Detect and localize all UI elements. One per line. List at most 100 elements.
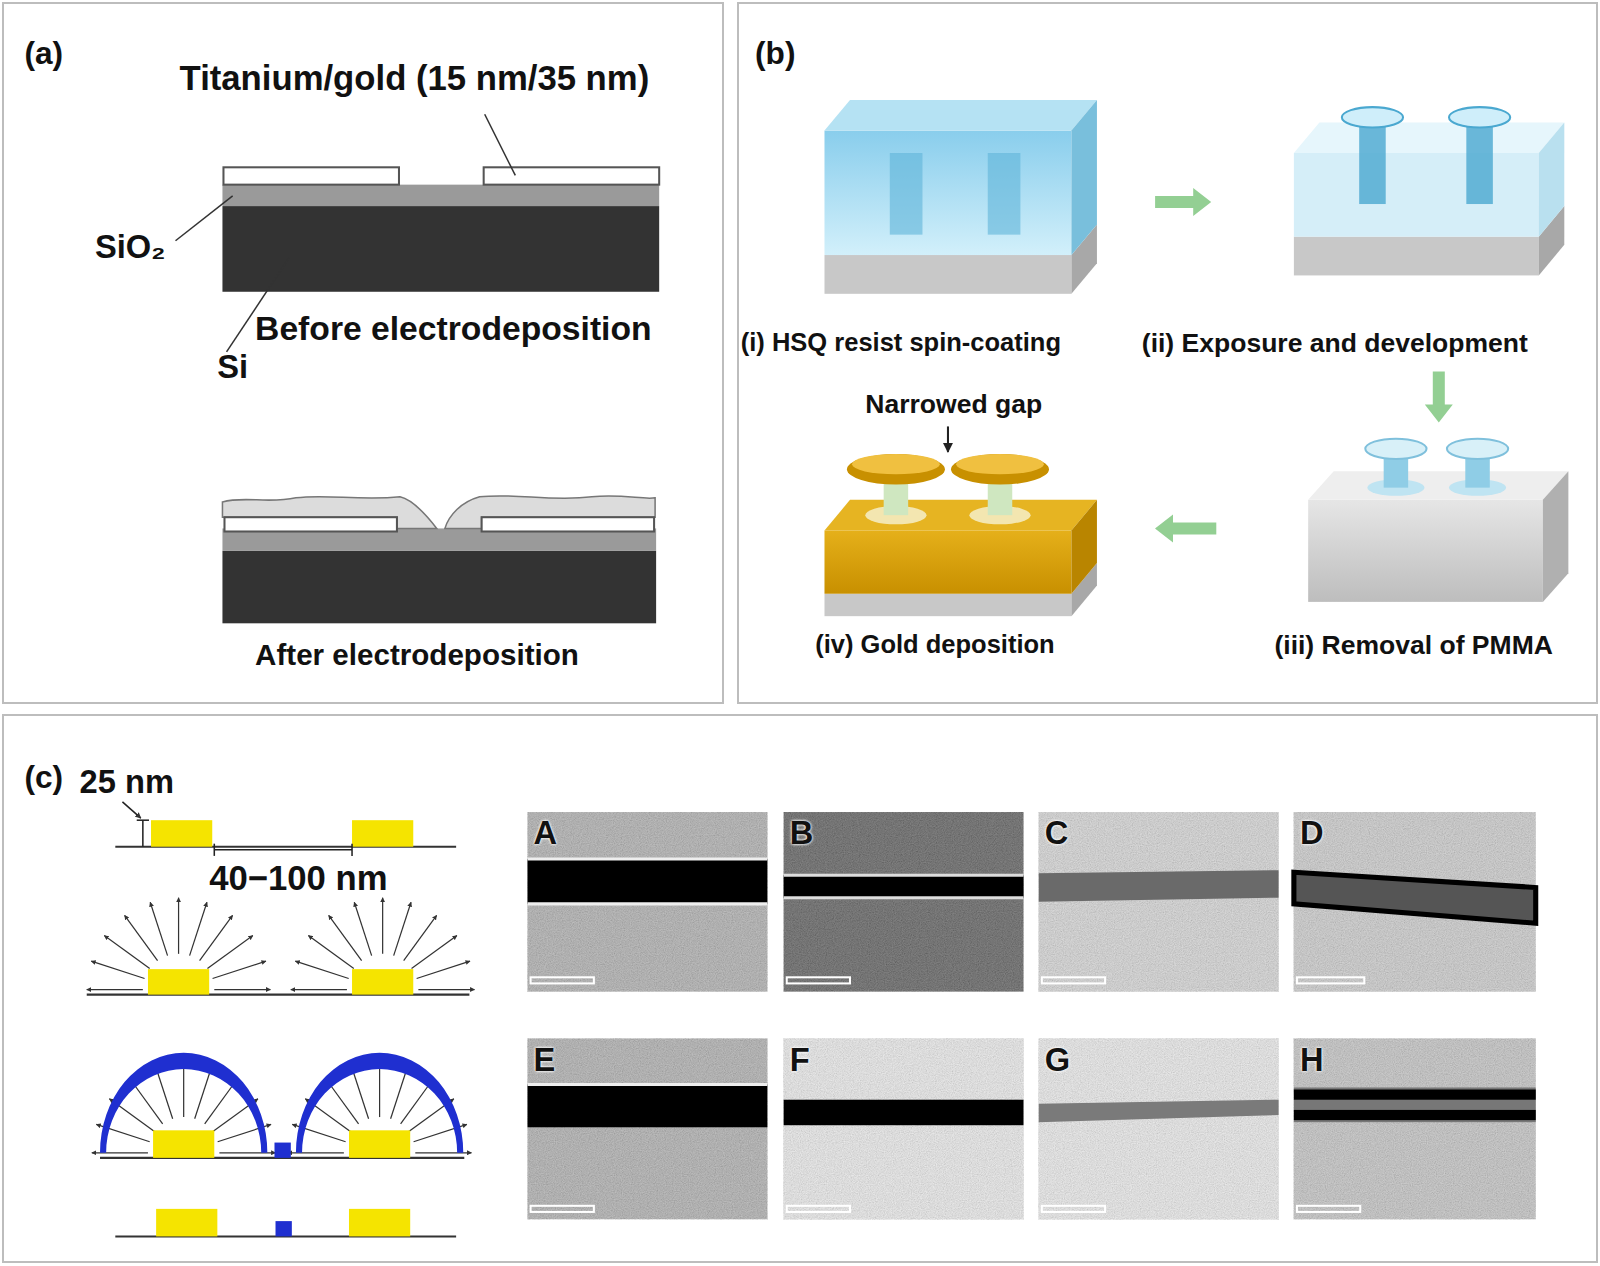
electrode-schematic [214, 849, 352, 851]
scale-bar [1042, 1206, 1105, 1212]
process-step: (i) HSQ resist spin-coating [737, 84, 1155, 372]
deposition-schematic [153, 1130, 214, 1158]
sem-image: A [530, 814, 770, 994]
sem-image: H [1296, 1041, 1538, 1222]
hsq-coated-substrate [824, 100, 1096, 294]
image-letter: D [1300, 817, 1324, 850]
after-stack [482, 517, 654, 531]
sem-image [784, 896, 1024, 899]
image-letter: A [534, 817, 558, 850]
electrode-schematic [122, 802, 140, 818]
step-caption: (iv) Gold deposition [815, 632, 1054, 658]
sem-image: C [1041, 814, 1281, 994]
field-line-schematic [148, 969, 209, 995]
gold-coated-substrate [824, 500, 1096, 531]
dimension-label: 25 nm [80, 766, 174, 799]
panel-frame: (c) A B C D EF G H [2, 714, 1598, 1263]
field-line-schematic [200, 915, 233, 960]
deposition-schematic [92, 1053, 472, 1158]
sem-image [1294, 812, 1536, 992]
image-letter: B [790, 817, 814, 850]
sem-image [528, 812, 1536, 1219]
gold-coated-substrate [852, 454, 940, 474]
field-line-schematic [352, 969, 413, 995]
result-schematic [349, 1209, 410, 1237]
field-line-schematic [87, 989, 143, 990]
panel-letter: (b) [755, 38, 795, 70]
sem-image [1039, 1100, 1279, 1122]
scale-bar [1297, 977, 1364, 983]
sem-image [784, 812, 1024, 992]
before-stack [484, 167, 660, 184]
field-line-schematic [104, 936, 149, 969]
scale-bar [787, 977, 850, 983]
electrode-schematic [351, 844, 353, 856]
hsq-coated-substrate [890, 153, 923, 235]
sem-image [1039, 812, 1279, 992]
image-letter: F [790, 1044, 810, 1077]
electrode-schematic [142, 820, 144, 847]
exposed-substrate [1294, 122, 1564, 153]
sem-image [528, 812, 768, 992]
sem-image: E [530, 1041, 770, 1222]
scale-bar [787, 1206, 850, 1212]
hsq-coated-substrate [1071, 100, 1097, 255]
after-stack [222, 551, 656, 623]
leader-line [176, 196, 233, 241]
gold-coated-substrate [956, 454, 1044, 474]
gold-coated-substrate [824, 530, 1071, 593]
step-caption: (i) HSQ resist spin-coating [741, 330, 1061, 356]
sem-image [528, 1039, 768, 1220]
callout-label: Narrowed gap [865, 391, 1042, 418]
exposed-substrate [1449, 107, 1510, 127]
gold-coated-substrate [1071, 500, 1097, 594]
sem-image [528, 812, 768, 992]
pillar-substrate [1365, 439, 1426, 459]
sem-image [1294, 1039, 1536, 1220]
pillar-substrate [1308, 471, 1568, 500]
sem-image [784, 874, 1024, 877]
field-line-schematic [178, 898, 179, 954]
image-letter: H [1300, 1044, 1324, 1077]
deposition-schematic [349, 1130, 410, 1158]
panel-letter: (c) [24, 762, 63, 794]
deposition-schematic [274, 1143, 290, 1158]
before-stack [222, 185, 659, 206]
exposed-substrate [1342, 107, 1403, 127]
field-line-schematic [150, 902, 167, 955]
pillar-substrate [1308, 500, 1543, 602]
image-letter: C [1045, 817, 1069, 850]
field-line-schematic [91, 961, 144, 978]
exposed-substrate [1294, 107, 1564, 275]
sem-image: F [786, 1041, 1026, 1222]
scale-bar [531, 977, 594, 983]
field-line-schematic [213, 961, 266, 978]
pillar-substrate [1447, 439, 1508, 459]
exposed-substrate [1294, 153, 1539, 237]
dimension-label: 40−100 nm [209, 861, 387, 896]
process-step: (iv) Gold deposition [798, 422, 1155, 670]
panel-letter: (a) [24, 38, 63, 70]
electrode-schematic [115, 802, 456, 856]
exposed-substrate [1539, 122, 1565, 236]
gold-coated-substrate [824, 426, 1096, 616]
scale-bar [531, 1206, 594, 1212]
panel-frame: (a) [2, 2, 724, 704]
exposed-substrate [1294, 237, 1539, 276]
layer-label: Si [217, 351, 248, 384]
sem-image [1294, 1090, 1536, 1100]
image-letter: G [1045, 1044, 1070, 1077]
exposed-substrate [1359, 117, 1386, 204]
sem-image [528, 1084, 768, 1127]
pillar-substrate [1308, 439, 1568, 602]
sem-image [1294, 1087, 1536, 1122]
sem-image [1294, 872, 1536, 923]
scale-bar [1042, 977, 1105, 983]
process-step: (iii) Removal of PMMA [1216, 422, 1598, 670]
gold-coated-substrate [951, 454, 1049, 485]
electrode-schematic [151, 820, 212, 847]
before-stack [222, 206, 659, 292]
hsq-coated-substrate [988, 153, 1021, 235]
gold-coated-substrate [847, 454, 945, 485]
hsq-coated-substrate [824, 255, 1071, 294]
